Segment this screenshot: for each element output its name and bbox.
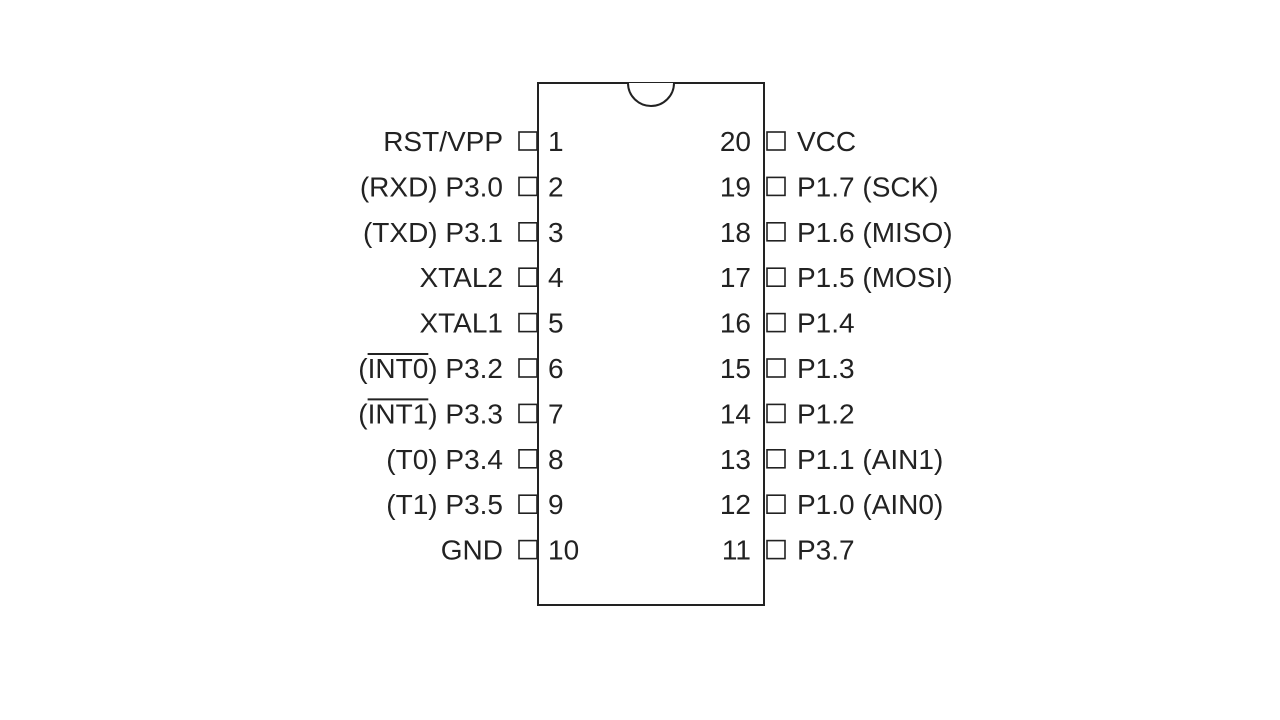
chip-body	[537, 82, 765, 606]
pin-number-8: 8	[548, 444, 564, 475]
pin-box-20	[766, 131, 786, 151]
pins-layer: 1 RST/VPP 2 (RXD) P3.0 3 (TXD) P3.1 4 XTAL2 5 XTA…	[358, 126, 952, 566]
left-pin-8: 8 (T0) P3.4	[386, 444, 563, 475]
right-pin-16: 16 P1.4	[720, 308, 855, 339]
pin-label-17: P1.5 (MOSI)	[797, 262, 953, 293]
pin-box-14	[766, 403, 786, 424]
pin-number-6: 6	[548, 353, 564, 384]
pin-box-18	[766, 222, 786, 242]
right-pin-12: 12 P1.0 (AIN0)	[720, 489, 943, 520]
pin-label-part: XTAL2	[419, 262, 503, 293]
pin-number-14: 14	[720, 398, 751, 429]
right-pin-11: 11 P3.7	[722, 535, 855, 566]
pin-label-part: (T0) P3.4	[386, 444, 503, 475]
pin-label-7: (INT1) P3.3	[358, 398, 503, 429]
pin-box-9	[518, 494, 538, 515]
pin-number-13: 13	[720, 444, 751, 475]
pin-label-12: P1.0 (AIN0)	[797, 489, 943, 520]
pin-label-10: GND	[441, 535, 503, 566]
pin-number-10: 10	[548, 535, 579, 566]
pin-box-19	[766, 176, 786, 197]
left-pin-9: 9 (T1) P3.5	[386, 489, 563, 520]
pin-number-1: 1	[548, 126, 564, 157]
pin-label-6: (INT0) P3.2	[358, 353, 503, 384]
pin-box-6	[518, 358, 538, 378]
pin-label-part: ) P3.3	[428, 398, 503, 429]
pin-number-16: 16	[720, 308, 751, 339]
pin-box-1	[518, 131, 538, 151]
pin-number-12: 12	[720, 489, 751, 520]
left-pin-2: 2 (RXD) P3.0	[360, 171, 564, 202]
pin-label-part: XTAL1	[419, 308, 503, 339]
pin-number-5: 5	[548, 308, 564, 339]
pin-label-3: (TXD) P3.1	[363, 217, 503, 248]
pin-label-8: (T0) P3.4	[386, 444, 503, 475]
pin-box-13	[766, 448, 786, 469]
right-pin-20: 20 VCC	[720, 126, 856, 157]
pin-number-9: 9	[548, 489, 564, 520]
pin-number-18: 18	[720, 217, 751, 248]
right-pin-13: 13 P1.1 (AIN1)	[720, 444, 943, 475]
pin-box-11	[766, 539, 786, 560]
left-pin-10: 10 GND	[441, 535, 579, 566]
pin-box-12	[766, 494, 786, 515]
pin-label-2: (RXD) P3.0	[360, 171, 503, 202]
pin-label-16: P1.4	[797, 308, 855, 339]
pin-label-5: XTAL1	[419, 308, 503, 339]
pin-box-7	[518, 403, 538, 424]
pin-number-2: 2	[548, 171, 564, 202]
right-pin-15: 15 P1.3	[720, 353, 855, 384]
pin-number-7: 7	[548, 398, 564, 429]
pin-label-4: XTAL2	[419, 262, 503, 293]
right-pin-14: 14 P1.2	[720, 398, 855, 429]
pin-label-9: (T1) P3.5	[386, 489, 503, 520]
pin-label-11: P3.7	[797, 535, 855, 566]
pin-box-4	[518, 267, 538, 288]
pin-label-20: VCC	[797, 126, 856, 157]
pin-label-overlined: INT1	[368, 398, 429, 429]
pin-box-2	[518, 176, 538, 197]
pin-number-4: 4	[548, 262, 564, 293]
pin-label-18: P1.6 (MISO)	[797, 217, 953, 248]
pin-label-19: P1.7 (SCK)	[797, 171, 939, 202]
pin-number-17: 17	[720, 262, 751, 293]
pin-label-part: (	[358, 398, 368, 429]
pin-label-overlined: INT0	[368, 353, 429, 384]
right-pin-18: 18 P1.6 (MISO)	[720, 217, 953, 248]
left-pin-3: 3 (TXD) P3.1	[363, 217, 564, 248]
pin-label-part: GND	[441, 535, 503, 566]
pin-box-15	[766, 358, 786, 378]
pin-label-13: P1.1 (AIN1)	[797, 444, 943, 475]
right-pin-17: 17 P1.5 (MOSI)	[720, 262, 953, 293]
pin-label-part: (	[358, 353, 368, 384]
pin-box-10	[518, 539, 538, 560]
pin-number-3: 3	[548, 217, 564, 248]
pin-label-1: RST/VPP	[383, 126, 503, 157]
pin-box-3	[518, 222, 538, 242]
pin-box-17	[766, 267, 786, 288]
left-pin-4: 4 XTAL2	[419, 262, 563, 293]
pin-number-11: 11	[722, 535, 751, 566]
pin-label-part: (RXD) P3.0	[360, 171, 503, 202]
left-pin-5: 5 XTAL1	[419, 308, 563, 339]
pin-number-20: 20	[720, 126, 751, 157]
left-pin-1: 1 RST/VPP	[383, 126, 563, 157]
left-pin-6: 6 (INT0) P3.2	[358, 353, 564, 384]
pin-box-16	[766, 312, 786, 333]
left-pin-7: 7 (INT1) P3.3	[358, 398, 564, 429]
pin-number-19: 19	[720, 171, 751, 202]
pin-label-part: RST/VPP	[383, 126, 503, 157]
pin-label-15: P1.3	[797, 353, 855, 384]
right-pin-19: 19 P1.7 (SCK)	[720, 171, 939, 202]
chip-notch	[627, 82, 675, 107]
pin-label-part: (T1) P3.5	[386, 489, 503, 520]
pin-label-part: (TXD) P3.1	[363, 217, 503, 248]
pin-box-5	[518, 312, 538, 333]
pin-label-14: P1.2	[797, 398, 855, 429]
pin-label-part: ) P3.2	[428, 353, 503, 384]
pin-box-8	[518, 448, 538, 469]
pin-number-15: 15	[720, 353, 751, 384]
